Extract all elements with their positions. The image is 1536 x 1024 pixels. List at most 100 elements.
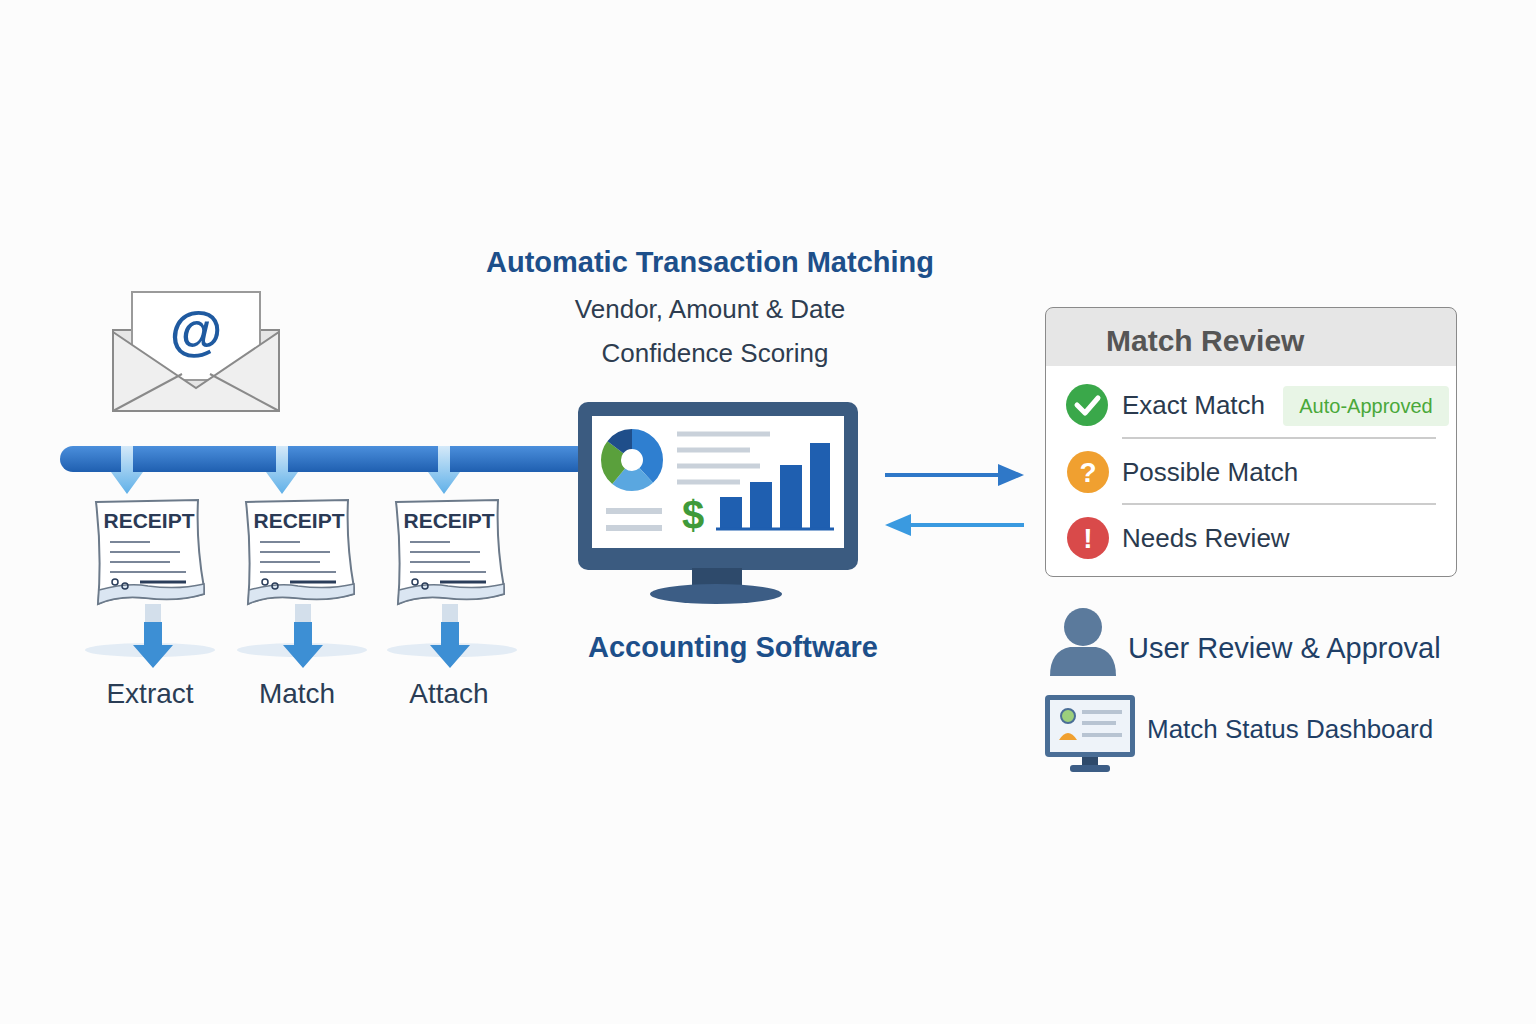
receipt-curl <box>398 584 504 604</box>
screen-line <box>677 464 760 469</box>
status-circle <box>1067 451 1109 493</box>
accounting-monitor: Accounting Software <box>578 402 858 602</box>
monitor-frame <box>578 402 858 570</box>
receipt-line <box>410 551 480 553</box>
receipt-line <box>410 561 470 563</box>
row-separator <box>1122 437 1436 439</box>
row-separator <box>1122 503 1436 505</box>
receipt-line <box>410 571 486 573</box>
step-label: Attach <box>149 677 749 711</box>
receipt-dot <box>422 583 428 589</box>
dashboard-icon-dot <box>1061 709 1075 723</box>
receipt-dot <box>262 579 268 585</box>
receipt-dot <box>112 579 118 585</box>
dashboard-icon-shape <box>1059 733 1077 740</box>
bar <box>720 497 742 528</box>
flow-arrow <box>885 514 1024 536</box>
envelope-symbol: @ <box>112 298 280 363</box>
status-symbol: ? <box>1067 456 1109 490</box>
receipt-total <box>140 581 186 584</box>
down-arrow <box>133 622 173 668</box>
receipt: RECEIPT <box>388 498 510 606</box>
receipt-line <box>260 551 330 553</box>
person-head <box>1064 608 1102 646</box>
drop-arrow <box>111 446 143 494</box>
dashboard-icon-line <box>1082 733 1122 737</box>
donut-segment <box>611 439 653 481</box>
screen-line <box>606 525 662 531</box>
panel-text: Match Review <box>1106 323 1304 359</box>
match-review-panel: Match ReviewExact MatchPossible MatchNee… <box>1045 307 1457 577</box>
donut-chart <box>611 439 653 481</box>
dashboard-icon-line <box>1082 710 1122 714</box>
receipt-title: RECEIPT <box>88 508 210 533</box>
receipt-line <box>260 561 320 563</box>
down-arrow <box>430 622 470 668</box>
receipt-line <box>260 541 300 543</box>
dashboard-icon-line <box>1082 721 1116 725</box>
receipt-line <box>410 541 450 543</box>
review-label: User Review & Approval <box>1128 631 1441 666</box>
receipt-curl <box>248 584 354 604</box>
arrow-shaft <box>885 473 1004 477</box>
monitor-base <box>650 584 782 604</box>
receipt-line <box>110 571 186 573</box>
stem <box>295 604 311 622</box>
donut-segment <box>611 439 653 481</box>
dashboard-label: Match Status Dashboard <box>1147 714 1433 745</box>
receipt-line <box>110 561 170 563</box>
receipt-total <box>440 581 486 584</box>
screen-line <box>677 480 740 485</box>
receipt: RECEIPT <box>88 498 210 606</box>
receipt-curl <box>98 584 204 604</box>
dashboard-icon-screen <box>1050 700 1130 752</box>
dashboard-icon-base <box>1070 765 1110 772</box>
step-label: Extract <box>0 677 450 711</box>
status-circle: ? <box>1067 451 1109 493</box>
arrow-head <box>885 514 911 536</box>
bar <box>810 443 830 528</box>
receipt: RECEIPT <box>238 498 360 606</box>
badge-text: Auto-Approved <box>1283 394 1449 418</box>
email-envelope: @ <box>112 290 280 415</box>
person-body <box>1050 647 1116 676</box>
panel-text: Needs Review <box>1122 523 1290 554</box>
check-mark <box>1077 398 1098 413</box>
receipt-dot <box>412 579 418 585</box>
receipt-line <box>110 551 180 553</box>
subtitle: Vendor, Amount & Date <box>410 294 1010 325</box>
stem <box>442 604 458 622</box>
receipt-total <box>290 581 336 584</box>
bar-baseline <box>716 528 834 531</box>
monitor-caption: Accounting Software <box>568 630 898 665</box>
pipeline-bar <box>60 446 590 472</box>
receipt-line <box>260 571 336 573</box>
status-symbol: ! <box>1067 522 1109 556</box>
donut-segment <box>611 439 653 481</box>
receipt-title: RECEIPT <box>238 508 360 533</box>
status-badge: Auto-Approved <box>1283 386 1449 426</box>
status-circle <box>1067 517 1109 559</box>
monitor-screen <box>592 416 844 548</box>
dashboard-icon-stand <box>1082 757 1098 765</box>
receipt-dot <box>122 583 128 589</box>
receipt-dot <box>272 583 278 589</box>
diagram-title: Automatic Transaction Matching <box>410 245 1010 280</box>
screen-line <box>606 508 662 514</box>
status-circle: ! <box>1067 517 1109 559</box>
bar <box>750 482 772 528</box>
arrow-shaft <box>905 523 1024 527</box>
envelope-fold <box>113 374 279 411</box>
step-label: Match <box>0 677 597 711</box>
drop-arrow <box>428 446 460 494</box>
flow-arrow <box>885 464 1024 486</box>
panel-text: Possible Match <box>1122 457 1298 488</box>
panel-text: Exact Match <box>1122 390 1265 421</box>
arrow-head <box>998 464 1024 486</box>
donut-segment <box>611 439 653 481</box>
receipt-title: RECEIPT <box>388 508 510 533</box>
